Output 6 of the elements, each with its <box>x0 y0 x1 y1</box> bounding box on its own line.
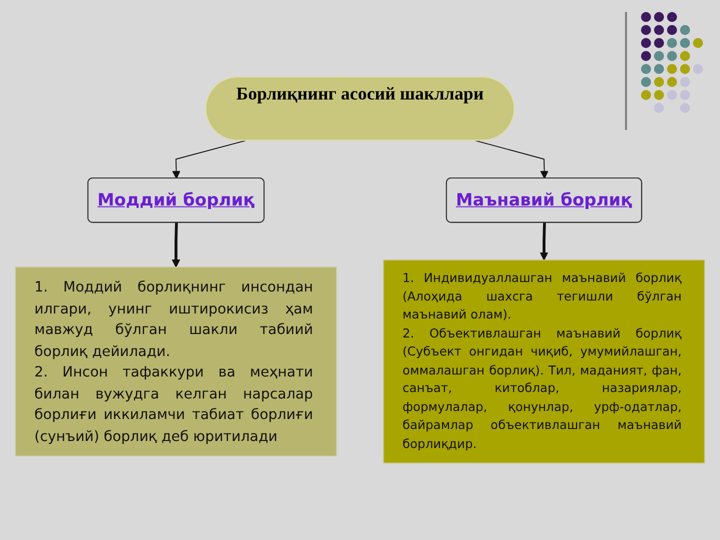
node-box: 1. Моддий борлиқнинг инсондан илгари, унинг иштирокисиз ҳам мавжуд бўлган шакли табиий борлиқ дейилади. 2. Инсон тафаккури ва меҳнати билан вужудга келган нарсалар борлиғи иккиламчи табиат борлиғи (сунъий) борлиқ деб юритилади <box>15 266 337 456</box>
arrow <box>172 140 246 179</box>
arrow <box>172 222 180 268</box>
arrow <box>475 140 548 179</box>
arrow <box>540 222 548 260</box>
node-box: 1. Индивидуаллашган маънавий борлиқ (Алоҳида шахсга тегишли бўлган маънавий олам). 2. Объективлашган маънавий борлиқ (Субъект онгидан чиқиб, умумийлашган, оммалашган борлиқ). Тил, маданият, фан, санъат, китоблар, назариялар, формулалар, қонунлар, урф-одатлар, байрамлар объективлашган маънавий борлиқдир. <box>383 260 705 464</box>
